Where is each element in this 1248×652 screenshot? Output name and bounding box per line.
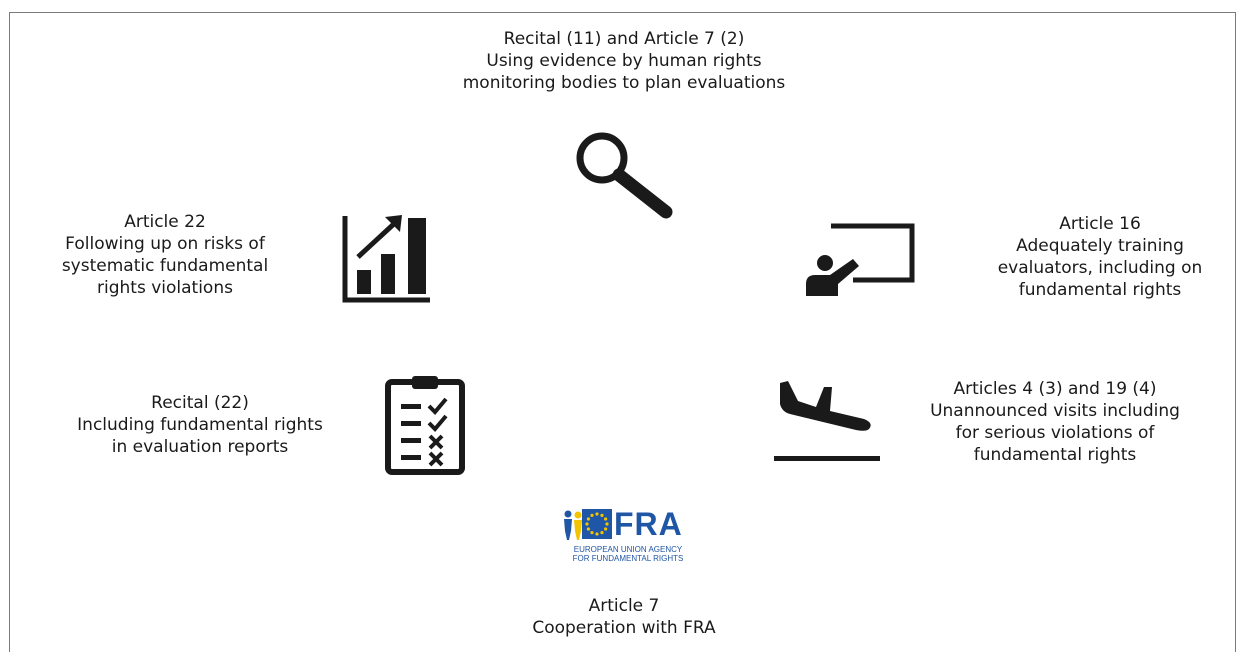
lower-right-title: Articles 4 (3) and 19 (4) xyxy=(953,379,1157,399)
upper-left-title: Article 22 xyxy=(124,212,206,232)
upper-right-desc-line1: Adequately training xyxy=(1016,236,1184,256)
bottom-title: Article 7 xyxy=(588,596,660,616)
upper-left-desc-line3: rights violations xyxy=(97,278,233,298)
lower-left-text-block: Recital (22) Including fundamental right… xyxy=(60,392,340,458)
lower-left-desc-line1: Including fundamental rights xyxy=(77,415,323,435)
top-desc-line1: Using evidence by human rights xyxy=(486,51,762,71)
bottom-text-block: Article 7 Cooperation with FRA xyxy=(474,595,774,639)
lower-right-desc-line3: fundamental rights xyxy=(973,445,1137,465)
fra-logo-text: FRA xyxy=(614,506,683,542)
bottom-desc: Cooperation with FRA xyxy=(532,618,716,638)
upper-left-text-block: Article 22 Following up on risks of syst… xyxy=(30,211,300,299)
lower-left-desc-line2: in evaluation reports xyxy=(111,437,289,457)
fra-logo-subtitle-2: FOR FUNDAMENTAL RIGHTS xyxy=(572,554,684,563)
upper-left-desc-line2: systematic fundamental xyxy=(61,256,269,276)
lower-left-title: Recital (22) xyxy=(151,393,249,413)
fra-logo-subtitle-1: EUROPEAN UNION AGENCY xyxy=(573,545,683,554)
top-title: Recital (11) and Article 7 (2) xyxy=(503,29,745,49)
plane-landing-icon xyxy=(772,377,882,463)
lower-right-text-block: Articles 4 (3) and 19 (4) Unannounced vi… xyxy=(905,378,1205,466)
upper-left-desc-line1: Following up on risks of xyxy=(65,234,265,254)
fra-logo: FRA EUROPEAN UNION AGENCY FOR FUNDAMENTA… xyxy=(560,507,690,567)
lower-right-desc-line2: for serious violations of xyxy=(955,423,1155,443)
magnifying-glass-icon xyxy=(572,128,676,220)
diagram-frame xyxy=(9,12,1236,652)
eu-flag-icon xyxy=(582,509,612,539)
presentation-board-icon xyxy=(803,222,917,298)
bar-chart-icon xyxy=(340,212,432,304)
clipboard-checklist-icon xyxy=(384,373,466,475)
top-desc-line2: monitoring bodies to plan evaluations xyxy=(462,73,786,93)
top-text-block: Recital (11) and Article 7 (2) Using evi… xyxy=(424,28,824,94)
upper-right-title: Article 16 xyxy=(1059,214,1141,234)
upper-right-text-block: Article 16 Adequately training evaluator… xyxy=(965,213,1235,301)
upper-right-desc-line3: fundamental rights xyxy=(1018,280,1182,300)
lower-right-desc-line1: Unannounced visits including xyxy=(930,401,1180,421)
upper-right-desc-line2: evaluators, including on xyxy=(997,258,1203,278)
fra-figures-icon xyxy=(564,510,582,540)
